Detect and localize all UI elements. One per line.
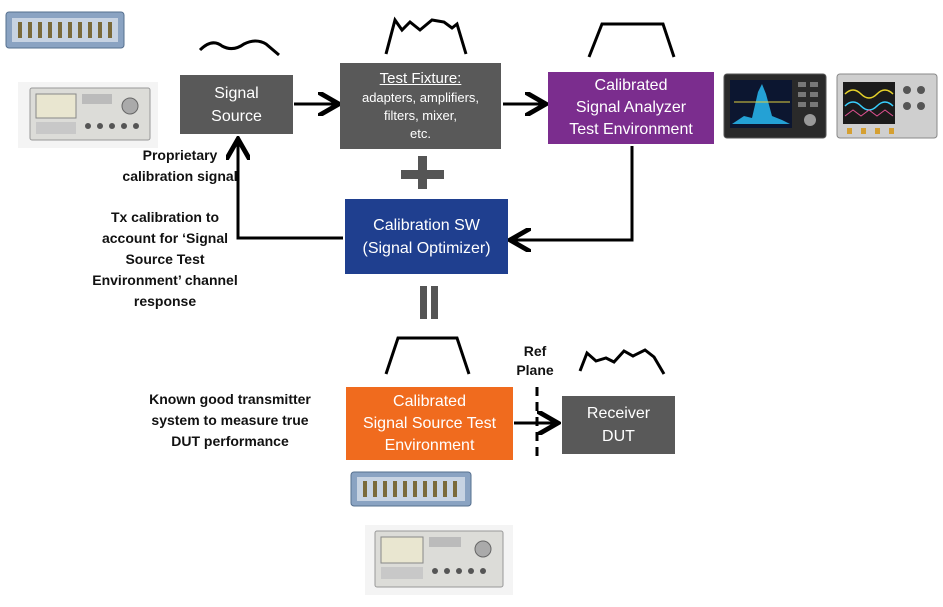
test-fixture-line-2: filters, mixer, — [384, 108, 457, 123]
tx-line-2: account for ‘Signal — [101, 230, 228, 246]
oscilloscope-icon — [836, 73, 938, 139]
calsw-line-1: Calibration SW — [373, 216, 480, 234]
ref-plane-label: Ref Plane — [505, 342, 565, 380]
waveform-bandpass-env — [384, 336, 471, 375]
proprietary-note: Proprietary calibration signal — [100, 145, 260, 187]
proprietary-line-1: Proprietary — [142, 147, 218, 163]
proprietary-line-2: calibration signal — [122, 168, 238, 184]
known-good-note: Known good transmitter system to measure… — [120, 389, 340, 452]
plus-symbol — [401, 156, 444, 189]
ref-line-2: Plane — [516, 362, 554, 378]
waveform-bandpass-analyzer — [587, 22, 676, 58]
known-line-1: Known good transmitter — [149, 391, 311, 407]
test-fixture-title: Test Fixture: — [379, 70, 462, 87]
tx-line-1: Tx calibration to — [110, 209, 220, 225]
signal-analyzer-icon — [723, 73, 827, 139]
signal-source-box: Signal Source — [180, 75, 293, 134]
analyzer-line-3: Test Environment — [569, 121, 693, 138]
signal-generator-icon — [18, 82, 158, 148]
signal-source-line-1: Signal — [214, 84, 259, 102]
env-line-2: Signal Source Test — [362, 414, 497, 432]
signal-source-line-2: Source — [211, 107, 262, 125]
env-line-1: Calibrated — [393, 392, 466, 410]
signal-source-env-box: Calibrated Signal Source Test Environmen… — [346, 387, 513, 460]
receiver-dut-box: Receiver DUT — [562, 396, 675, 454]
signal-analyzer-box: Calibrated Signal Analyzer Test Environm… — [548, 72, 714, 144]
calsw-line-2: (Signal Optimizer) — [362, 239, 491, 257]
arrow-analyzer-to-calsw — [513, 146, 634, 240]
arrow-calsw-to-source — [238, 142, 343, 240]
tx-line-4: Environment’ channel — [92, 272, 238, 288]
tx-line-3: Source Test — [125, 251, 205, 267]
waveform-distorted — [384, 16, 468, 55]
calibration-sw-box: Calibration SW (Signal Optimizer) — [345, 199, 508, 274]
test-fixture-line-3: etc. — [410, 126, 431, 141]
equals-symbol — [420, 286, 438, 319]
signal-generator-bottom-icon — [365, 525, 513, 595]
known-line-3: DUT performance — [171, 433, 289, 449]
ref-line-1: Ref — [523, 343, 547, 359]
waveform-receiver — [578, 348, 666, 375]
test-fixture-box: Test Fixture: adapters, amplifiers, filt… — [340, 63, 501, 149]
waveform-flat — [198, 39, 280, 57]
receiver-line-1: Receiver — [586, 405, 651, 422]
modular-instrument-icon — [5, 11, 125, 49]
test-fixture-line-1: adapters, amplifiers, — [361, 90, 480, 105]
analyzer-line-2: Signal Analyzer — [575, 99, 687, 116]
tx-line-5: response — [133, 293, 197, 309]
known-line-2: system to measure true — [151, 412, 309, 428]
analyzer-line-1: Calibrated — [594, 77, 668, 94]
modular-instrument-bottom-icon — [350, 471, 472, 507]
receiver-line-2: DUT — [602, 428, 635, 445]
env-line-3: Environment — [384, 436, 475, 454]
tx-calibration-note: Tx calibration to account for ‘Signal So… — [70, 207, 260, 312]
